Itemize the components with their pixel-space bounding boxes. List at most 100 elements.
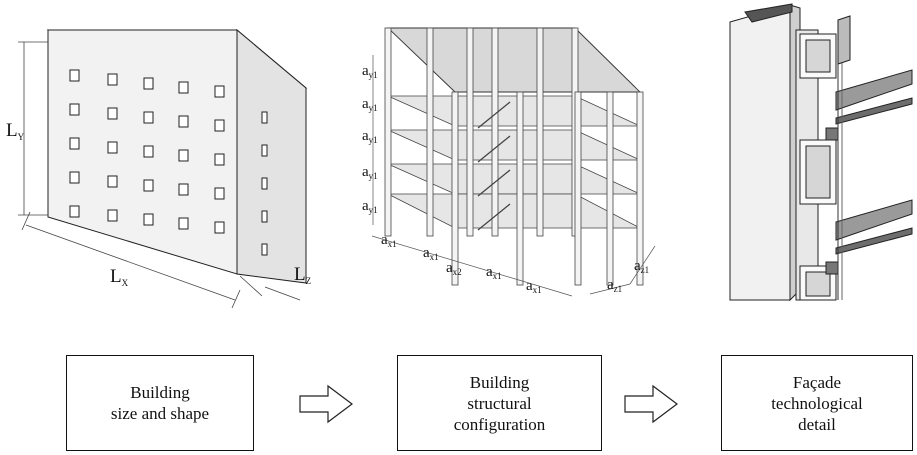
- window: [143, 111, 154, 124]
- floor-slab: [387, 129, 641, 161]
- side-window: [261, 144, 268, 157]
- column: [536, 27, 544, 237]
- spacing-label-ay: ay1: [362, 128, 378, 145]
- dimension-lx: LX: [110, 266, 129, 288]
- lx-label: L: [110, 266, 122, 287]
- window: [214, 187, 225, 200]
- step-label: Building structural configuration: [453, 372, 546, 434]
- floor-slab: [387, 95, 641, 127]
- window: [107, 141, 118, 154]
- building-side-face: [236, 28, 307, 284]
- spacing-label-az: az1: [607, 277, 622, 294]
- svg-text:LY: LY: [6, 120, 25, 142]
- column: [574, 91, 582, 286]
- window: [178, 81, 189, 94]
- window: [178, 183, 189, 196]
- lz-label: L: [294, 264, 306, 285]
- spacing-label-ay: ay1: [362, 164, 378, 181]
- column: [451, 91, 459, 286]
- window: [214, 221, 225, 234]
- stair-flights: [477, 101, 511, 231]
- spacing-labels-horizontal: ax1 ax1 ax2 ax1 ax1: [381, 232, 542, 295]
- dimension-ly: LY: [6, 120, 25, 142]
- column: [636, 91, 644, 286]
- window: [107, 209, 118, 222]
- structural-frame: [384, 27, 644, 286]
- window: [143, 213, 154, 226]
- column: [384, 27, 392, 237]
- dimension-lines-building: [18, 41, 301, 309]
- side-window: [261, 210, 268, 223]
- window: [143, 145, 154, 158]
- window: [69, 171, 80, 184]
- svg-text:LZ: LZ: [294, 264, 311, 286]
- flow-arrows: [299, 384, 678, 424]
- window: [69, 137, 80, 150]
- window: [214, 119, 225, 132]
- ly-sub: Y: [18, 132, 25, 142]
- window: [214, 85, 225, 98]
- facade-detail: [729, 3, 913, 302]
- bracket-lower: [835, 199, 913, 241]
- lz-sub: Z: [306, 276, 312, 286]
- dimension-lines-frame: [371, 55, 656, 297]
- window: [69, 103, 80, 116]
- spacing-label-ay: ay1: [362, 96, 378, 113]
- front-windows: [69, 69, 225, 234]
- floor-slab: [387, 163, 641, 195]
- spacing-label-ay: ay1: [362, 198, 378, 215]
- spacing-labels-depth: az1 az1: [607, 258, 649, 294]
- frame-columns: [384, 27, 644, 286]
- step-facade-detail: Façade technological detail: [721, 355, 913, 451]
- frame-roof-slab: [386, 27, 642, 93]
- spacing-label-ay: ay1: [362, 63, 378, 80]
- window: [107, 73, 118, 86]
- column: [606, 91, 614, 286]
- bracket-upper: [835, 69, 913, 111]
- window: [69, 205, 80, 218]
- anchor-upper: [825, 127, 839, 141]
- floor-slabs: [387, 95, 641, 229]
- dimension-lz: LZ: [294, 264, 311, 286]
- side-windows: [261, 111, 268, 256]
- window: [69, 69, 80, 82]
- facade-wall-face: [729, 4, 791, 301]
- stair-flight: [477, 135, 511, 163]
- step-building-size-shape: Building size and shape: [66, 355, 254, 451]
- anchor-lower: [825, 261, 839, 275]
- svg-text:LX: LX: [110, 266, 129, 288]
- spacing-label-ax: ax1: [381, 232, 397, 249]
- column: [516, 91, 524, 286]
- stair-flight: [477, 203, 511, 231]
- column: [491, 27, 499, 237]
- step-label: Façade technological detail: [771, 372, 863, 434]
- window: [143, 77, 154, 90]
- right-arrow-icon: [299, 384, 353, 424]
- column: [426, 27, 434, 237]
- step-label: Building size and shape: [110, 383, 210, 423]
- column: [466, 27, 474, 237]
- window: [107, 107, 118, 120]
- right-arrow-icon: [624, 384, 678, 424]
- spacing-labels-vertical: ay1 ay1 ay1 ay1 ay1: [362, 63, 378, 215]
- building-front-face: [47, 29, 238, 275]
- spacing-label-ax: ax2: [446, 260, 462, 277]
- spacing-label-az: az1: [634, 258, 649, 275]
- lx-sub: X: [122, 278, 129, 288]
- ly-label: L: [6, 120, 18, 141]
- window: [178, 149, 189, 162]
- side-window: [261, 177, 268, 190]
- stair-flight: [477, 169, 511, 197]
- side-window: [261, 111, 268, 124]
- window: [214, 153, 225, 166]
- floor-slab: [387, 193, 641, 229]
- spacing-label-ax: ax1: [423, 245, 439, 262]
- window: [178, 217, 189, 230]
- window: [107, 175, 118, 188]
- spacing-label-ax: ax1: [526, 278, 542, 295]
- spacing-label-ax: ax1: [486, 264, 502, 281]
- stair-flight: [477, 101, 511, 129]
- step-structural-configuration: Building structural configuration: [397, 355, 602, 451]
